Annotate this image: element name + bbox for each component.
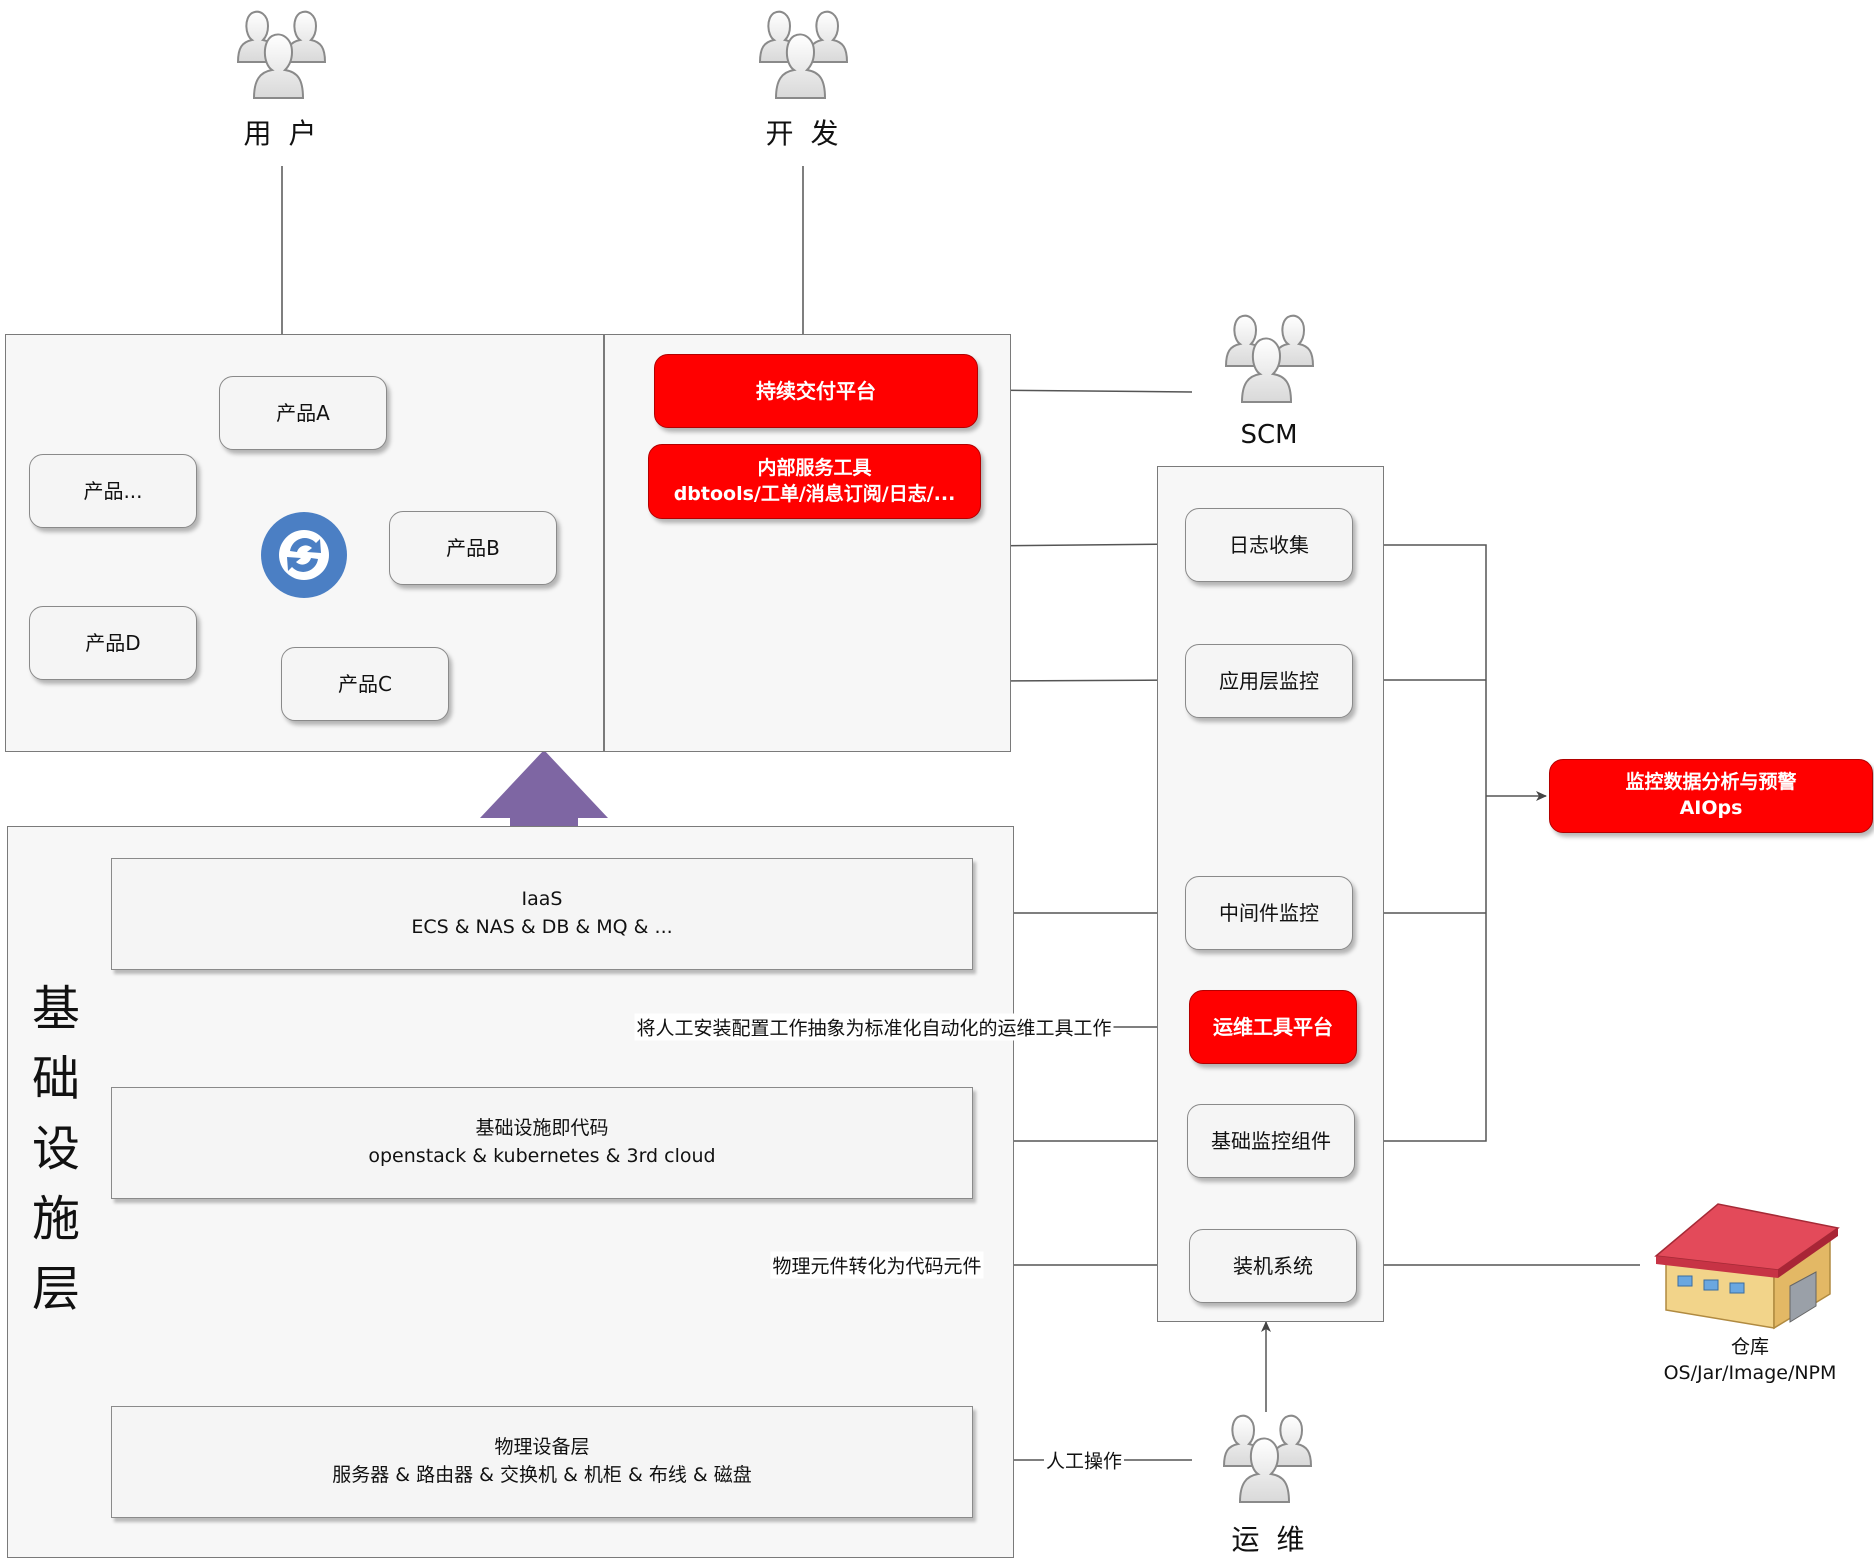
product-d-node[interactable]: 产品D xyxy=(29,606,197,680)
product-panel-divider xyxy=(603,334,605,752)
base-monitor-node[interactable]: 基础监控组件 xyxy=(1187,1104,1355,1178)
product-c-node[interactable]: 产品C xyxy=(281,647,449,721)
ops-group-icon xyxy=(1222,1414,1313,1503)
internal-tools-node[interactable]: 内部服务工具 dbtools/工单/消息订阅/日志/... xyxy=(648,444,981,519)
aiops-title: 监控数据分析与预警 xyxy=(1625,771,1797,794)
warehouse-contents: OS/Jar/Image/NPM xyxy=(1663,1362,1837,1384)
user-group-icon xyxy=(236,10,327,99)
developer-group-icon xyxy=(758,10,849,99)
iac-title: 基础设施即代码 xyxy=(475,1117,609,1140)
iaas-layer[interactable]: IaaS ECS & NAS & DB & MQ & ... xyxy=(111,858,973,970)
iaas-services: ECS & NAS & DB & MQ & ... xyxy=(411,916,673,938)
physical-layer[interactable]: 物理设备层 服务器 & 路由器 & 交换机 & 机柜 & 布线 & 磁盘 xyxy=(111,1406,973,1518)
ops-label: 运 维 xyxy=(1231,1523,1309,1556)
developer-label: 开 发 xyxy=(765,117,843,150)
infrastructure-title-text: 基础设施层 xyxy=(32,981,81,1317)
product-b-node[interactable]: 产品B xyxy=(389,511,557,585)
warehouse-icon xyxy=(1654,1203,1840,1330)
product-more-node[interactable]: 产品... xyxy=(29,454,197,528)
install-system-node[interactable]: 装机系统 xyxy=(1189,1229,1357,1303)
iac-layer[interactable]: 基础设施即代码 openstack & kubernetes & 3rd clo… xyxy=(111,1087,973,1199)
physical-title: 物理设备层 xyxy=(494,1436,590,1459)
scm-label: SCM xyxy=(1240,420,1298,450)
product-a-node[interactable]: 产品A xyxy=(219,376,387,450)
warehouse-title: 仓库 xyxy=(1730,1336,1769,1358)
warehouse-label: 仓库 OS/Jar/Image/NPM xyxy=(1620,1334,1874,1386)
refresh-icon xyxy=(261,512,347,598)
scm-group-icon xyxy=(1224,314,1315,403)
aiops-subtitle: AIOps xyxy=(1679,797,1743,819)
manual-operation-edge-label: 人工操作 xyxy=(1043,1446,1125,1474)
physical-to-code-edge-label: 物理元件转化为代码元件 xyxy=(770,1251,984,1279)
ops-tool-platform-node[interactable]: 运维工具平台 xyxy=(1189,990,1357,1064)
edge-scm-cd xyxy=(977,385,1193,396)
internal-tools-title: 内部服务工具 xyxy=(757,456,872,479)
abstraction-edge-label: 将人工安装配置工作抽象为标准化自动化的运维工具工作 xyxy=(634,1013,1114,1041)
iaas-title: IaaS xyxy=(521,888,563,911)
cd-platform-node[interactable]: 持续交付平台 xyxy=(654,354,978,428)
infrastructure-title: 基础设施层 xyxy=(26,974,86,1324)
edge-log-bus xyxy=(1354,544,1487,1142)
user-label: 用 户 xyxy=(243,117,321,150)
log-collect-node[interactable]: 日志收集 xyxy=(1185,508,1353,582)
middleware-monitor-node[interactable]: 中间件监控 xyxy=(1185,876,1353,950)
iac-tools: openstack & kubernetes & 3rd cloud xyxy=(368,1145,716,1167)
internal-tools-list: dbtools/工单/消息订阅/日志/... xyxy=(673,482,956,505)
aiops-node[interactable]: 监控数据分析与预警 AIOps xyxy=(1549,759,1873,833)
app-monitor-node[interactable]: 应用层监控 xyxy=(1185,644,1353,718)
physical-devices: 服务器 & 路由器 & 交换机 & 机柜 & 布线 & 磁盘 xyxy=(332,1464,752,1486)
